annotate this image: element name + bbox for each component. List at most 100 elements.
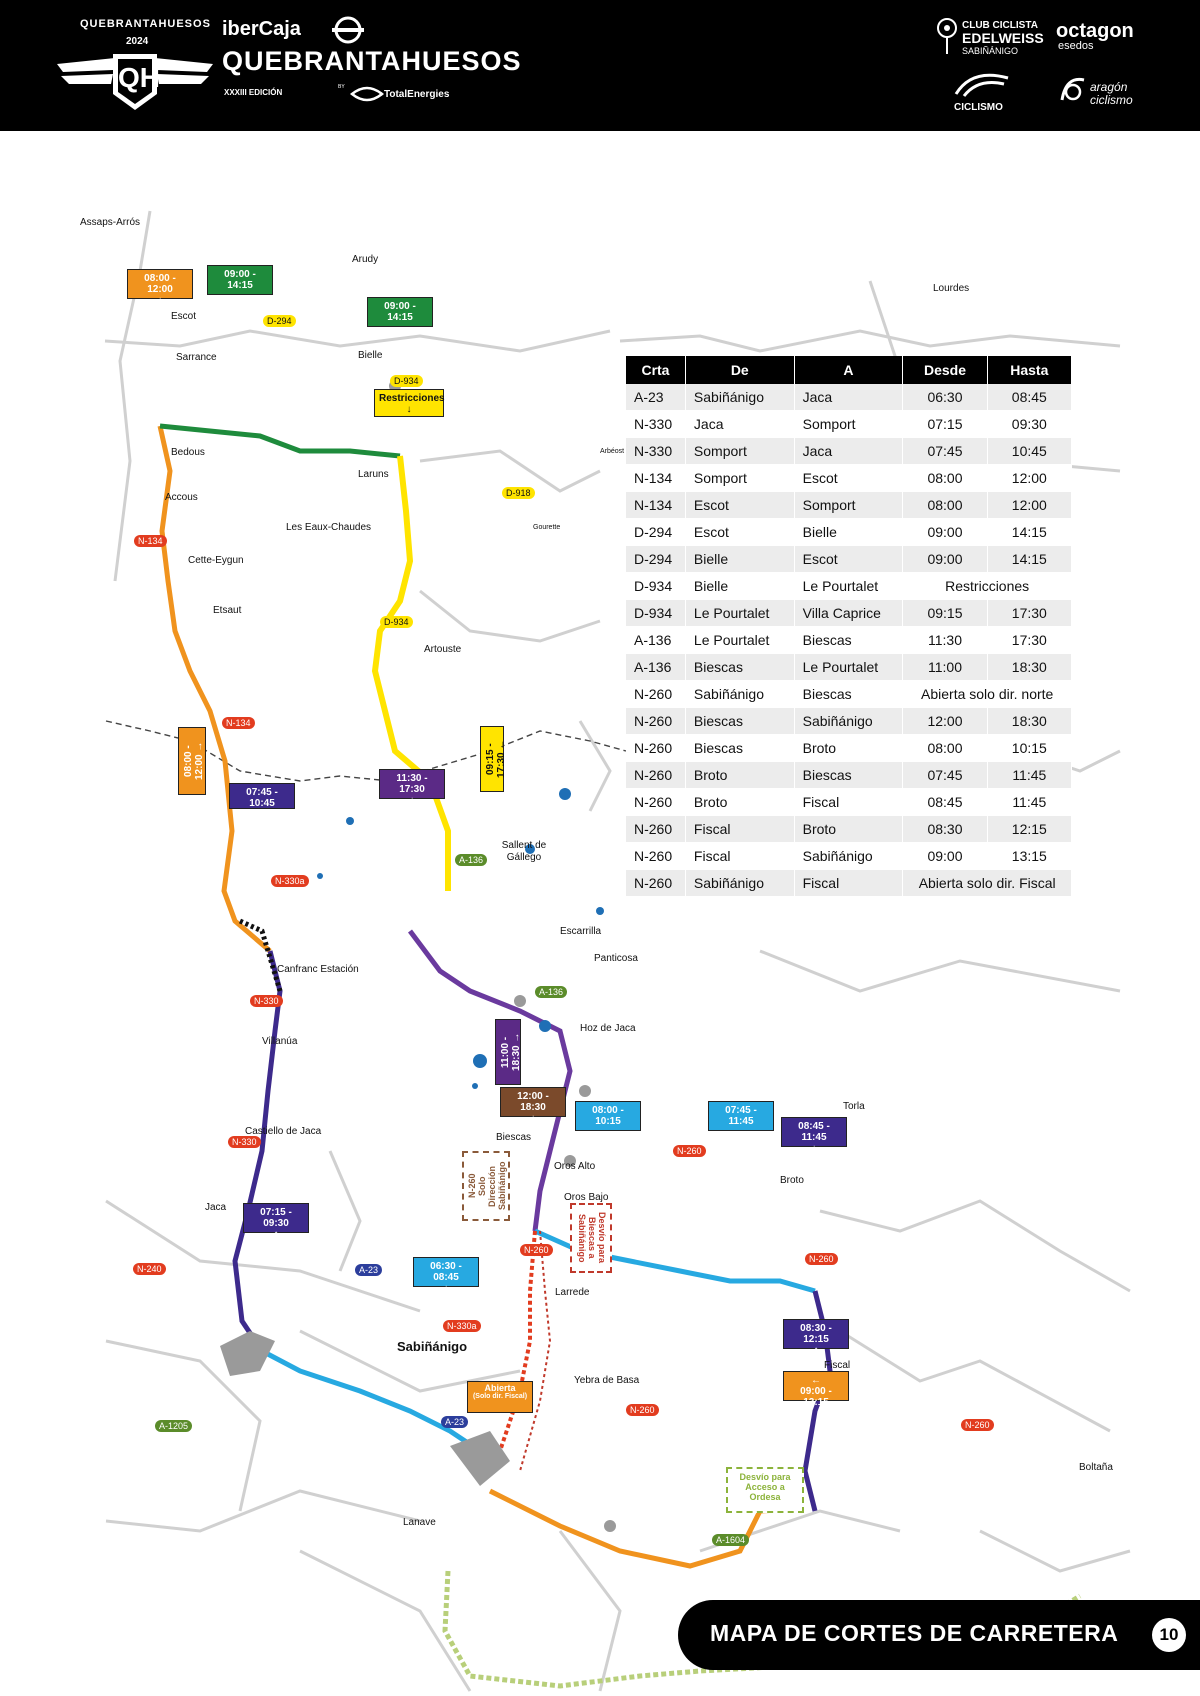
table-cell: 12:00	[987, 464, 1073, 492]
by-text: BY	[338, 84, 345, 90]
column-header: Desde	[902, 356, 988, 384]
table-cell: Broto	[685, 788, 795, 816]
road-badge: A-136	[535, 986, 568, 998]
table-cell: Le Pourtalet	[794, 572, 904, 600]
table-cell: D-294	[626, 518, 686, 546]
aragon-text: aragón	[1090, 80, 1128, 94]
closure-sign: 11:00 - 18:30 →	[495, 1019, 522, 1085]
table-cell: A-23	[626, 384, 686, 411]
table-cell: N-260	[626, 734, 686, 762]
closure-sign-text: Restricciones	[379, 393, 445, 404]
table-cell: Jaca	[794, 437, 904, 465]
road-badge: N-260	[961, 1419, 994, 1431]
table-cell: Abierta solo dir. Fiscal	[902, 869, 1072, 897]
detour-box-n260: N-260 Solo Dirección Sabiñánigo	[462, 1151, 510, 1221]
table-cell: Le Pourtalet	[794, 653, 904, 681]
arrow-down-icon: ↓	[409, 795, 415, 806]
place-label: Canfranc Estación	[277, 964, 359, 975]
table-cell: N-260	[626, 761, 686, 789]
place-label: Bielle	[358, 350, 383, 361]
table-cell: 10:45	[987, 437, 1073, 465]
table-cell: 07:15	[902, 410, 988, 438]
table-cell: 09:30	[987, 410, 1073, 438]
detour-box-line: Desvío para	[597, 1212, 607, 1264]
road-badge: A-23	[355, 1264, 383, 1276]
table-cell: Escot	[685, 518, 795, 546]
table-cell: Sabiñánigo	[794, 707, 904, 735]
table-cell: Biescas	[794, 761, 904, 789]
federation-text: CICLISMO	[954, 102, 1003, 113]
table-cell: Sabiñánigo	[794, 842, 904, 870]
place-label: Panticosa	[594, 953, 638, 964]
federation-wheel-icon	[954, 73, 1009, 97]
edition-text: XXXIII EDICIÓN	[224, 88, 283, 97]
place-label: Artouste	[424, 644, 462, 655]
open-sign: Abierta(Solo dir. Fiscal)	[467, 1381, 533, 1413]
detour-box-line: N-260	[467, 1173, 477, 1199]
place-label: Lanave	[403, 1517, 436, 1528]
table-cell: Sabiñánigo	[685, 384, 795, 411]
closure-sign: 08:30 - 12:15↑	[783, 1319, 849, 1356]
place-label: Sarrance	[176, 352, 217, 363]
road-badge: N-260	[805, 1253, 838, 1265]
arrow-up-icon: ↑	[273, 1229, 279, 1240]
closure-sign: 08:00 - 12:00 →	[178, 727, 206, 795]
place-label: Oros Bajo	[564, 1192, 609, 1203]
club-line-2: EDELWEISS	[962, 30, 1044, 46]
column-header: Hasta	[987, 356, 1073, 384]
place-label: Torla	[843, 1101, 865, 1112]
place-label: Arudy	[352, 254, 379, 265]
road-badge: A-136	[455, 854, 488, 866]
table-cell: Somport	[685, 437, 795, 465]
place-label: Arbéost	[600, 448, 625, 455]
ibercaja-swoosh-icon	[332, 16, 364, 44]
place-label: Larrede	[555, 1287, 590, 1298]
table-cell: D-934	[626, 599, 686, 627]
closure-sign-text: Abierta	[484, 1383, 516, 1393]
table-cell: 17:30	[987, 626, 1073, 654]
place-label: Cette-Eygun	[188, 555, 244, 566]
table-cell: A-136	[626, 626, 686, 654]
road-badge: A-1205	[155, 1420, 193, 1432]
place-label: Bedous	[171, 447, 205, 458]
closure-sign: 08:00 - 12:00↓	[127, 269, 193, 306]
detour-box-line: Sabiñánigo	[577, 1213, 587, 1263]
closure-sign-subtext: (Solo dir. Fiscal)	[472, 1393, 528, 1400]
closure-sign: ←09:00 - 13:15	[783, 1371, 849, 1408]
place-label: Boltaña	[1079, 1462, 1113, 1473]
page-number: 10	[1152, 1618, 1186, 1652]
road-badge: D-934	[390, 375, 423, 387]
octagon-sub: esedos	[1058, 40, 1094, 52]
arrow-left-icon: ←	[395, 323, 405, 334]
table-cell: Somport	[685, 464, 795, 492]
table-cell: Fiscal	[794, 869, 904, 897]
arrow-down-icon: ↓	[530, 1113, 536, 1124]
table-cell: Le Pourtalet	[685, 599, 795, 627]
club-line-3: SABIÑÁNIGO	[962, 46, 1019, 56]
closure-sign-text: 07:15 - 09:30	[260, 1207, 292, 1229]
arrow-up-icon: →	[511, 1032, 522, 1043]
table-cell: 14:15	[987, 545, 1073, 573]
table-cell: 08:45	[902, 788, 988, 816]
table-cell: Escot	[685, 491, 795, 519]
closure-sign: 07:45 - 10:45↓	[229, 783, 295, 820]
table-cell: 11:45	[987, 788, 1073, 816]
table-cell: 09:00	[902, 842, 988, 870]
closure-sign-text: 09:00 - 13:15	[800, 1386, 832, 1408]
table-cell: Bielle	[794, 518, 904, 546]
detour-box-line: Biescas a	[587, 1217, 597, 1259]
road-badge: D-918	[502, 487, 535, 499]
table-cell: 12:00	[902, 707, 988, 735]
table-cell: Sabiñánigo	[685, 680, 795, 708]
detour-box-line: Acceso a	[745, 1482, 785, 1492]
table-cell: Jaca	[794, 384, 904, 411]
table-cell: 08:00	[902, 491, 988, 519]
table-cell: N-260	[626, 842, 686, 870]
table-cell: N-330	[626, 410, 686, 438]
